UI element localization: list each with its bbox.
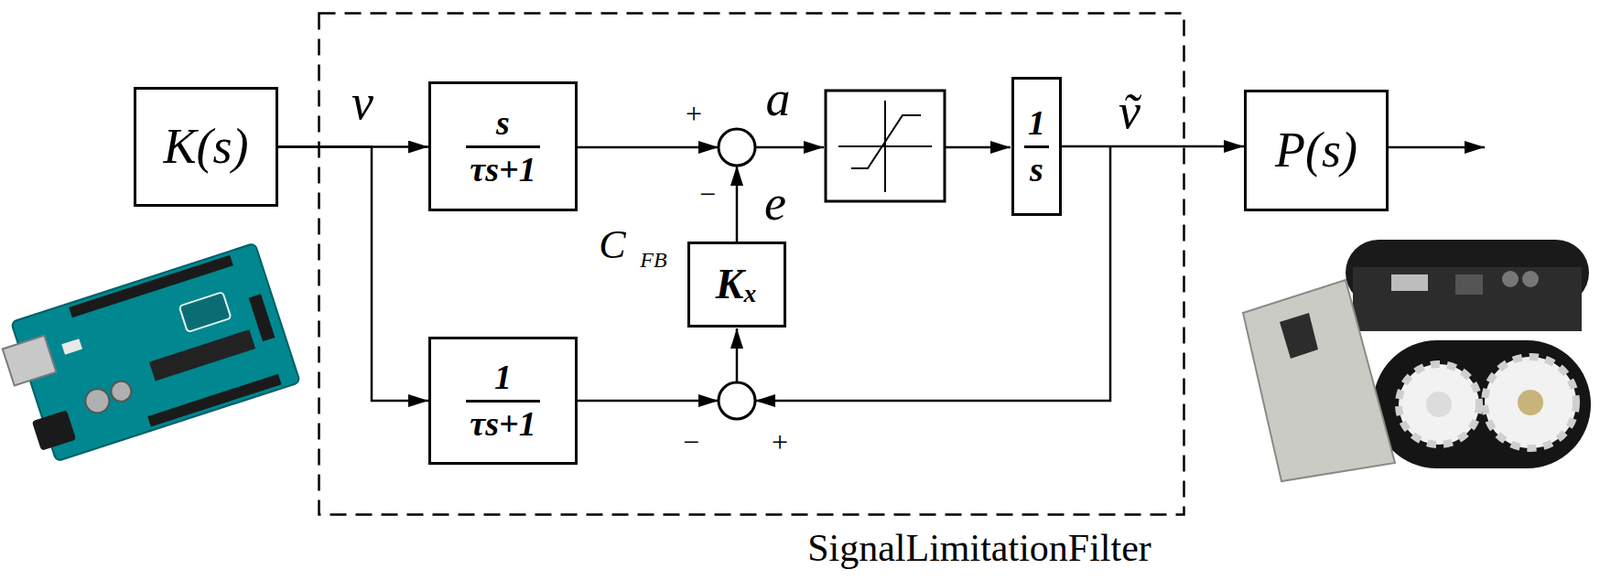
block-label: Kₓ <box>715 261 758 309</box>
sign-plus: + <box>771 427 789 457</box>
signal-name: a <box>766 74 791 124</box>
summing-junction <box>718 129 756 166</box>
filter-frame: SignalLimitationFiltersτs+11sKₓ1τs+1 <box>317 11 1186 517</box>
signal-name: e <box>764 178 787 228</box>
block-content: K(s) <box>163 119 249 174</box>
signal-wire <box>577 146 719 150</box>
zumo-robot <box>1243 239 1591 482</box>
arduino-board <box>0 243 301 467</box>
summing-junction <box>718 382 756 420</box>
numerator: 1 <box>465 358 540 403</box>
signal-wire <box>755 146 824 150</box>
sign-minus: − <box>682 427 700 457</box>
signal-wire <box>735 165 739 242</box>
saturation-block <box>825 90 945 202</box>
signal-name: ṽ <box>1118 86 1141 137</box>
block-content: Kₓ <box>715 261 758 309</box>
denominator: s <box>1024 148 1049 190</box>
controller-block: K(s) <box>133 86 279 207</box>
signal-connector <box>1061 145 1244 149</box>
denominator: τs+1 <box>465 402 540 444</box>
fraction: 1τs+1 <box>465 358 540 444</box>
signal-name: v <box>351 77 374 128</box>
filter-title: SignalLimitationFilter <box>807 527 1152 570</box>
connector-layer <box>278 146 1244 401</box>
dashed-border <box>319 13 1185 516</box>
block-content: P(s) <box>1275 123 1358 178</box>
plant-block: P(s) <box>1243 89 1389 212</box>
transfer-block: sτs+1 <box>428 81 578 212</box>
numerator: 1 <box>1024 104 1049 149</box>
signal-connector <box>278 147 429 402</box>
block-name: C <box>598 225 626 266</box>
signal-wire <box>944 146 1011 150</box>
signal-wire <box>577 400 719 403</box>
fraction: sτs+1 <box>465 104 540 190</box>
transfer-block: 1τs+1 <box>428 336 578 465</box>
block-name-subscript: FB <box>639 248 667 271</box>
output-wire <box>1388 146 1485 150</box>
integrator-block: 1s <box>1011 76 1062 217</box>
sign-minus: − <box>699 179 716 209</box>
signal-wire <box>735 328 739 383</box>
block-label: P(s) <box>1275 123 1358 178</box>
sign-plus: + <box>685 98 703 129</box>
block-label: K(s) <box>163 119 249 174</box>
fraction: 1s <box>1024 104 1049 190</box>
numerator: s <box>465 104 540 149</box>
gain-block: Kₓ <box>687 241 787 328</box>
denominator: τs+1 <box>465 148 540 190</box>
